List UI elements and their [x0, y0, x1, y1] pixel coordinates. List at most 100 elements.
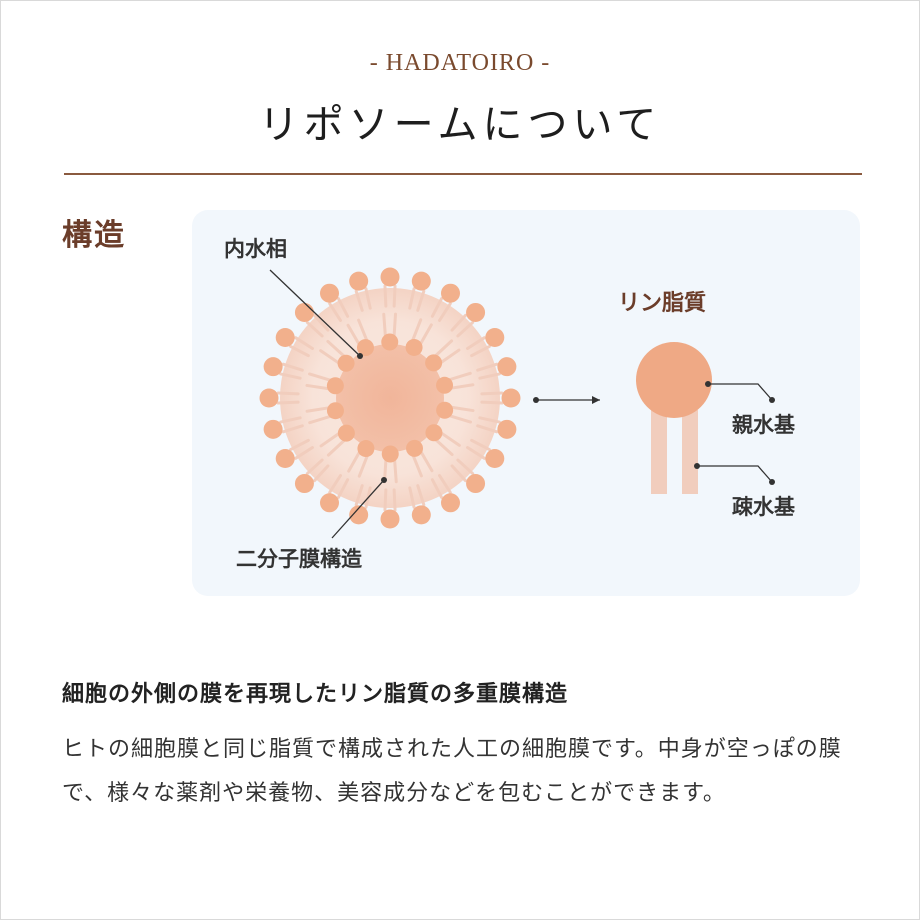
title-divider: [64, 173, 862, 175]
outer-head: [320, 283, 339, 303]
outer-tail: [294, 336, 314, 350]
outer-tail: [438, 474, 452, 494]
outer-tail: [456, 320, 475, 338]
section-label: 構造: [62, 218, 126, 253]
outer-tail: [466, 446, 486, 460]
inner-tail: [419, 450, 434, 473]
outer-tail: [480, 400, 504, 405]
inner-head: [425, 424, 443, 442]
hydrophilic-label: 親水基: [732, 413, 796, 437]
inner-tail: [305, 406, 331, 413]
brand-name: - HADATOIRO -: [369, 50, 551, 76]
inner-tail: [346, 323, 361, 346]
outer-tail: [281, 424, 304, 434]
outer-tail: [336, 478, 350, 499]
content-paragraph: ヒトの細胞膜と同じ脂質で構成された人工の細胞膜です。中身が空っぽの膜で、様々な薬…: [62, 737, 842, 806]
outer-tail: [430, 297, 444, 318]
inner-head: [356, 339, 374, 357]
outer-tail: [354, 484, 364, 507]
hydrophilic-dot-end: [769, 397, 775, 403]
bilayer-label: 二分子膜構造: [236, 547, 363, 571]
inner-tail: [308, 372, 333, 382]
inner-head: [326, 402, 344, 420]
outer-tail: [392, 488, 397, 512]
outer-tail: [281, 362, 304, 372]
liposome: [259, 267, 521, 529]
outer-tail: [466, 336, 486, 350]
inner-tail: [392, 312, 398, 338]
phospholipid-label: リン脂質: [618, 290, 706, 316]
outer-tail: [480, 391, 504, 396]
inner-tail: [433, 339, 454, 358]
inner-tail: [439, 348, 461, 365]
outer-tail: [478, 416, 501, 424]
outer-head: [263, 419, 283, 439]
bilayer-leader: [331, 479, 385, 539]
inner-tail: [357, 318, 369, 342]
inner-tail: [319, 349, 341, 365]
outer-tail: [279, 372, 302, 380]
outer-head: [501, 388, 521, 408]
outer-tail: [383, 488, 388, 512]
outer-tail: [289, 344, 310, 358]
outer-tail: [364, 287, 372, 310]
hydrophobic-dot-end: [769, 479, 775, 485]
inner-tail: [434, 438, 454, 457]
inner-aqueous-label: 内水相: [224, 237, 287, 261]
inner-head: [406, 439, 424, 457]
outer-tail: [478, 372, 501, 380]
outer-tail: [430, 478, 444, 499]
outer-tail: [328, 302, 342, 322]
arrow-head-icon: [592, 396, 600, 404]
outer-tail: [289, 438, 310, 452]
outer-tail: [476, 362, 499, 372]
inner-head: [381, 445, 399, 463]
outer-head: [263, 357, 283, 377]
content-subheading: 細胞の外側の膜を再現したリン脂質の多重膜構造: [62, 682, 569, 707]
inner-head: [326, 377, 344, 395]
outer-tail: [416, 289, 426, 312]
outer-head: [485, 449, 505, 468]
outer-head: [411, 505, 431, 525]
outer-tail: [408, 486, 416, 509]
outer-tail: [336, 297, 350, 318]
liposome-diagram: 内水相 二分子膜構造 リン脂質 親水基 疎水基: [224, 237, 796, 571]
outer-tail: [279, 416, 302, 424]
outer-tail: [450, 464, 468, 483]
outer-tail: [470, 438, 491, 452]
outer-tail: [408, 287, 416, 310]
inner-head: [425, 354, 443, 372]
inner-head: [436, 401, 454, 419]
inner-tail: [326, 339, 346, 358]
outer-tail: [305, 320, 324, 338]
inner-aqueous-core: [336, 344, 444, 452]
outer-head: [294, 474, 314, 494]
phospholipid-head: [636, 342, 712, 418]
outer-tail: [305, 458, 324, 476]
outer-head: [380, 509, 400, 529]
inner-tail: [357, 454, 369, 478]
inner-tail: [439, 431, 461, 447]
outer-head: [497, 357, 517, 377]
outer-tail: [354, 289, 364, 312]
inner-tail: [393, 458, 398, 484]
inner-tail: [319, 431, 341, 448]
outer-head: [320, 493, 339, 513]
bilayer-dot: [381, 477, 387, 483]
outer-tail: [416, 484, 426, 507]
inner-tail: [382, 312, 387, 338]
outer-tails: [276, 284, 504, 512]
inner-tail: [449, 405, 475, 413]
outer-tail: [328, 474, 342, 494]
outer-head: [466, 302, 486, 322]
inner-tail: [447, 414, 472, 424]
inner-tail: [419, 323, 433, 346]
outer-tail: [456, 458, 475, 476]
inner-tail: [411, 454, 423, 478]
inner-tail: [347, 450, 361, 473]
inner-tail: [449, 383, 475, 390]
hydrophobic-label: 疎水基: [732, 495, 796, 519]
outer-tail: [476, 424, 499, 434]
outer-head: [441, 283, 460, 303]
outer-head: [485, 328, 505, 347]
